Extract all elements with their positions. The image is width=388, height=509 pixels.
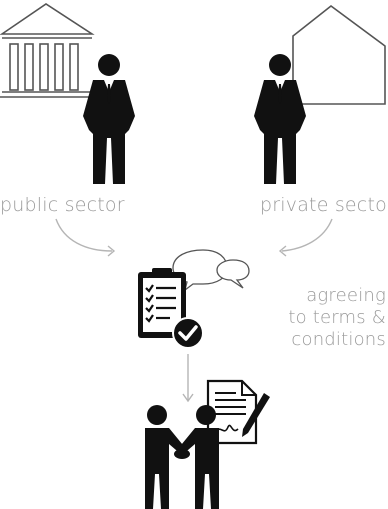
businessman-icon xyxy=(254,54,306,184)
down-arrow xyxy=(182,354,194,403)
handshake-icon xyxy=(145,405,219,509)
agreement-line: to terms & xyxy=(288,307,386,328)
speech-bubbles-icon xyxy=(172,249,250,292)
signed-contract-icon xyxy=(206,379,270,445)
bank-building-icon xyxy=(0,3,96,98)
right-curved-arrow xyxy=(278,218,333,257)
agreement-line: agreeing xyxy=(306,285,386,306)
public-sector-label: public sector xyxy=(0,194,125,216)
clipboard-checklist-icon xyxy=(138,268,204,349)
left-curved-arrow xyxy=(55,218,116,257)
businessman-icon xyxy=(83,54,135,184)
private-sector-label: private sector xyxy=(260,194,388,216)
house-icon xyxy=(292,4,386,105)
agreement-line: conditions xyxy=(291,329,386,350)
agreement-label: agreeing to terms & conditions xyxy=(288,285,386,351)
